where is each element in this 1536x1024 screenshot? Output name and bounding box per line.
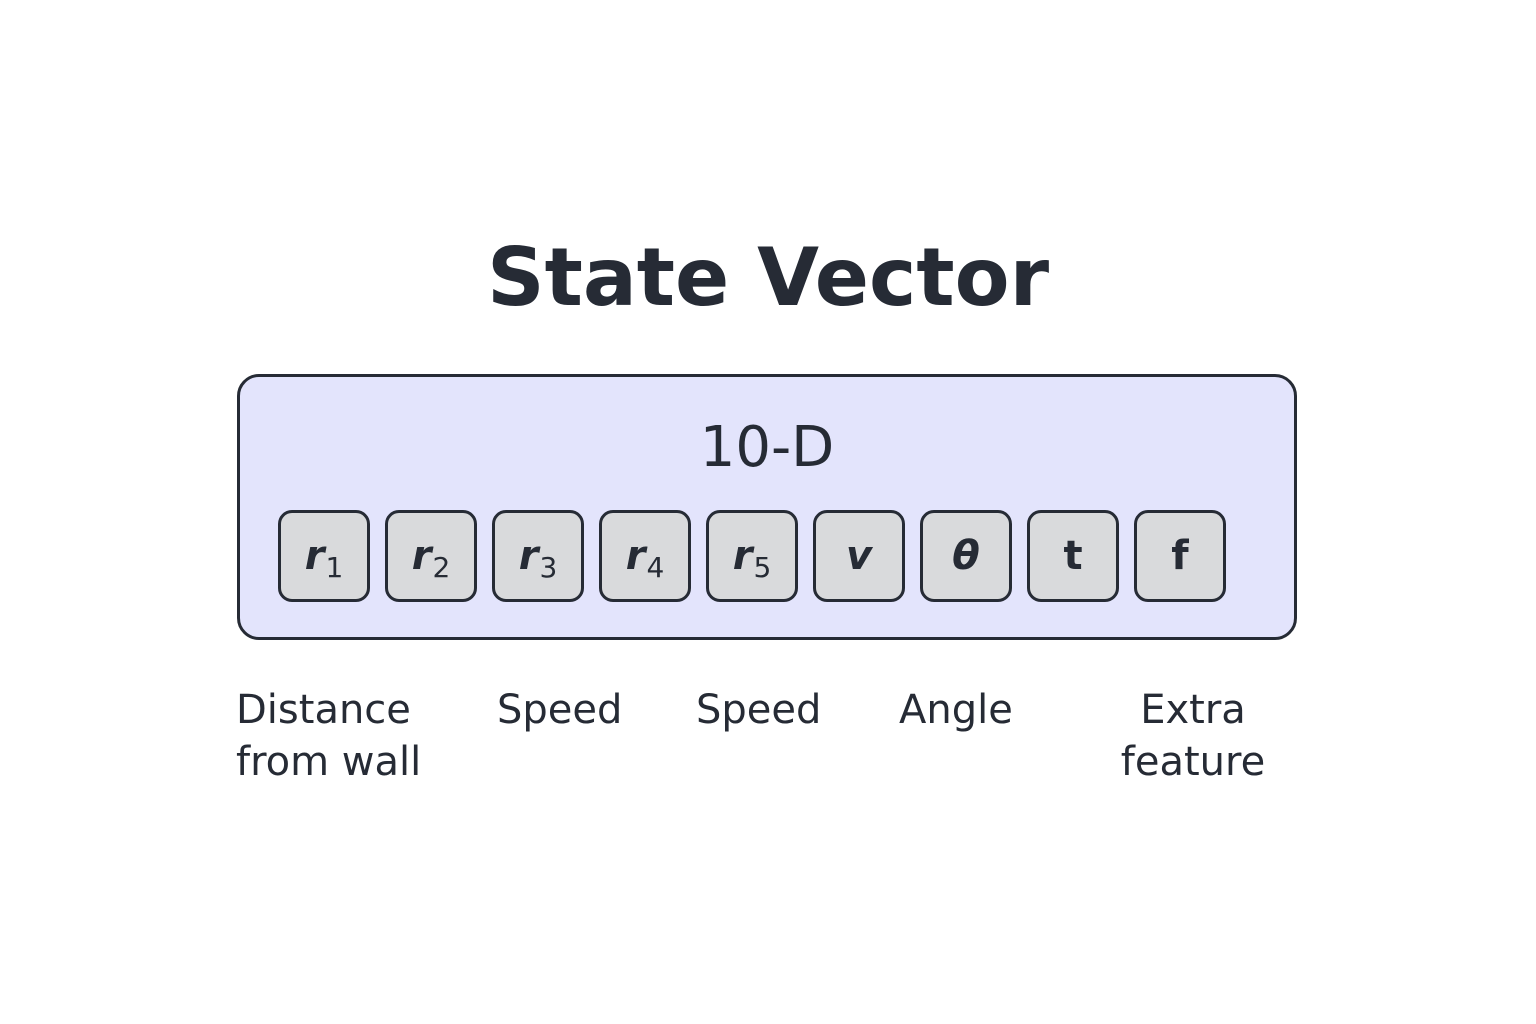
caption-speed-1: Speed (497, 687, 623, 733)
cell-subscript: 1 (325, 551, 344, 584)
cell-subscript: 5 (753, 551, 772, 584)
caption-angle: Angle (899, 687, 1013, 733)
vector-cell-v: v (813, 510, 905, 602)
vector-cell-t: t (1027, 510, 1119, 602)
dimension-label: 10-D (699, 415, 835, 480)
vector-cell-theta: θ (920, 510, 1012, 602)
caption-distance: Distance from wall (236, 687, 422, 785)
cell-symbol: v (845, 533, 873, 579)
vector-cell-f: f (1134, 510, 1226, 602)
cell-symbol: r (304, 533, 325, 579)
cell-subscript: 2 (432, 551, 451, 584)
cell-symbol: r (732, 533, 753, 579)
caption-extra-feature: Extra feature (1120, 687, 1266, 785)
cell-symbol: f (1171, 533, 1189, 579)
cell-subscript: 4 (646, 551, 665, 584)
cell-subscript: 3 (539, 551, 558, 584)
caption-speed-2: Speed (696, 687, 822, 733)
diagram-title: State Vector (486, 231, 1050, 324)
cell-symbol: θ (952, 533, 980, 579)
cell-symbol: t (1063, 533, 1083, 579)
cell-symbol: r (411, 533, 432, 579)
cell-symbol: r (625, 533, 646, 579)
cell-symbol: r (518, 533, 539, 579)
